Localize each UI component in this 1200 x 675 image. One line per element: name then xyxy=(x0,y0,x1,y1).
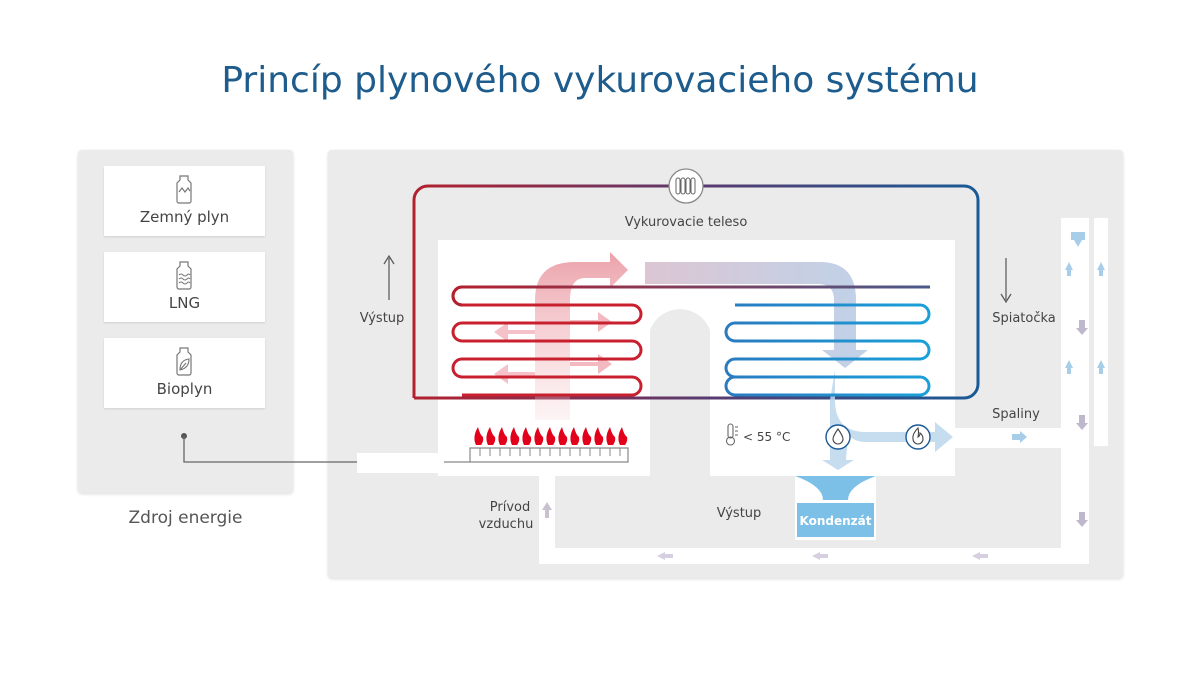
source-label: LNG xyxy=(168,294,201,312)
supply-label: Výstup xyxy=(360,311,405,326)
burner xyxy=(444,427,629,463)
heating-circuit-loop xyxy=(412,184,980,400)
air-intake-label-line1: Prívod xyxy=(490,500,530,515)
temperature-label: < 55 °C xyxy=(743,430,790,444)
source-card-biogas[interactable]: Bioplyn xyxy=(104,338,265,408)
water-drop-icon xyxy=(825,424,851,450)
radiator-icon[interactable] xyxy=(668,168,704,204)
page-title: Princíp plynového vykurovacieho systému xyxy=(221,60,979,101)
natural-gas-icon xyxy=(176,175,192,204)
return-label: Spiatočka xyxy=(992,311,1056,326)
source-label: Bioplyn xyxy=(156,380,213,398)
exhaust-label: Výstup xyxy=(717,506,762,521)
supply-arrow xyxy=(383,254,395,300)
flame-icon xyxy=(474,427,628,445)
flame-circle-icon xyxy=(905,424,931,450)
lng-icon xyxy=(176,261,192,290)
condensate-label: Kondenzát xyxy=(800,514,872,528)
radiator-label: Vykurovacie teleso xyxy=(625,215,748,230)
flue-gas-flow xyxy=(645,262,953,470)
source-card-lng[interactable]: LNG xyxy=(104,252,265,322)
return-arrow xyxy=(1000,258,1012,304)
source-label: Zemný plyn xyxy=(139,208,230,226)
condensate-collector xyxy=(795,476,876,540)
flue-gas-label: Spaliny xyxy=(992,407,1040,422)
thermometer-icon xyxy=(725,423,738,446)
return-water-coil xyxy=(724,303,931,397)
air-intake-stub xyxy=(357,453,438,473)
biogas-icon xyxy=(176,347,192,376)
air-intake-label-line2: vzduchu xyxy=(479,517,534,532)
energy-source-panel: Zemný plyn LNG Bioplyn xyxy=(78,150,293,493)
energy-source-caption: Zdroj energie xyxy=(128,508,243,528)
source-card-natural-gas[interactable]: Zemný plyn xyxy=(104,166,265,236)
hot-water-coil xyxy=(451,285,930,397)
duct-flow-arrows xyxy=(542,232,1105,560)
